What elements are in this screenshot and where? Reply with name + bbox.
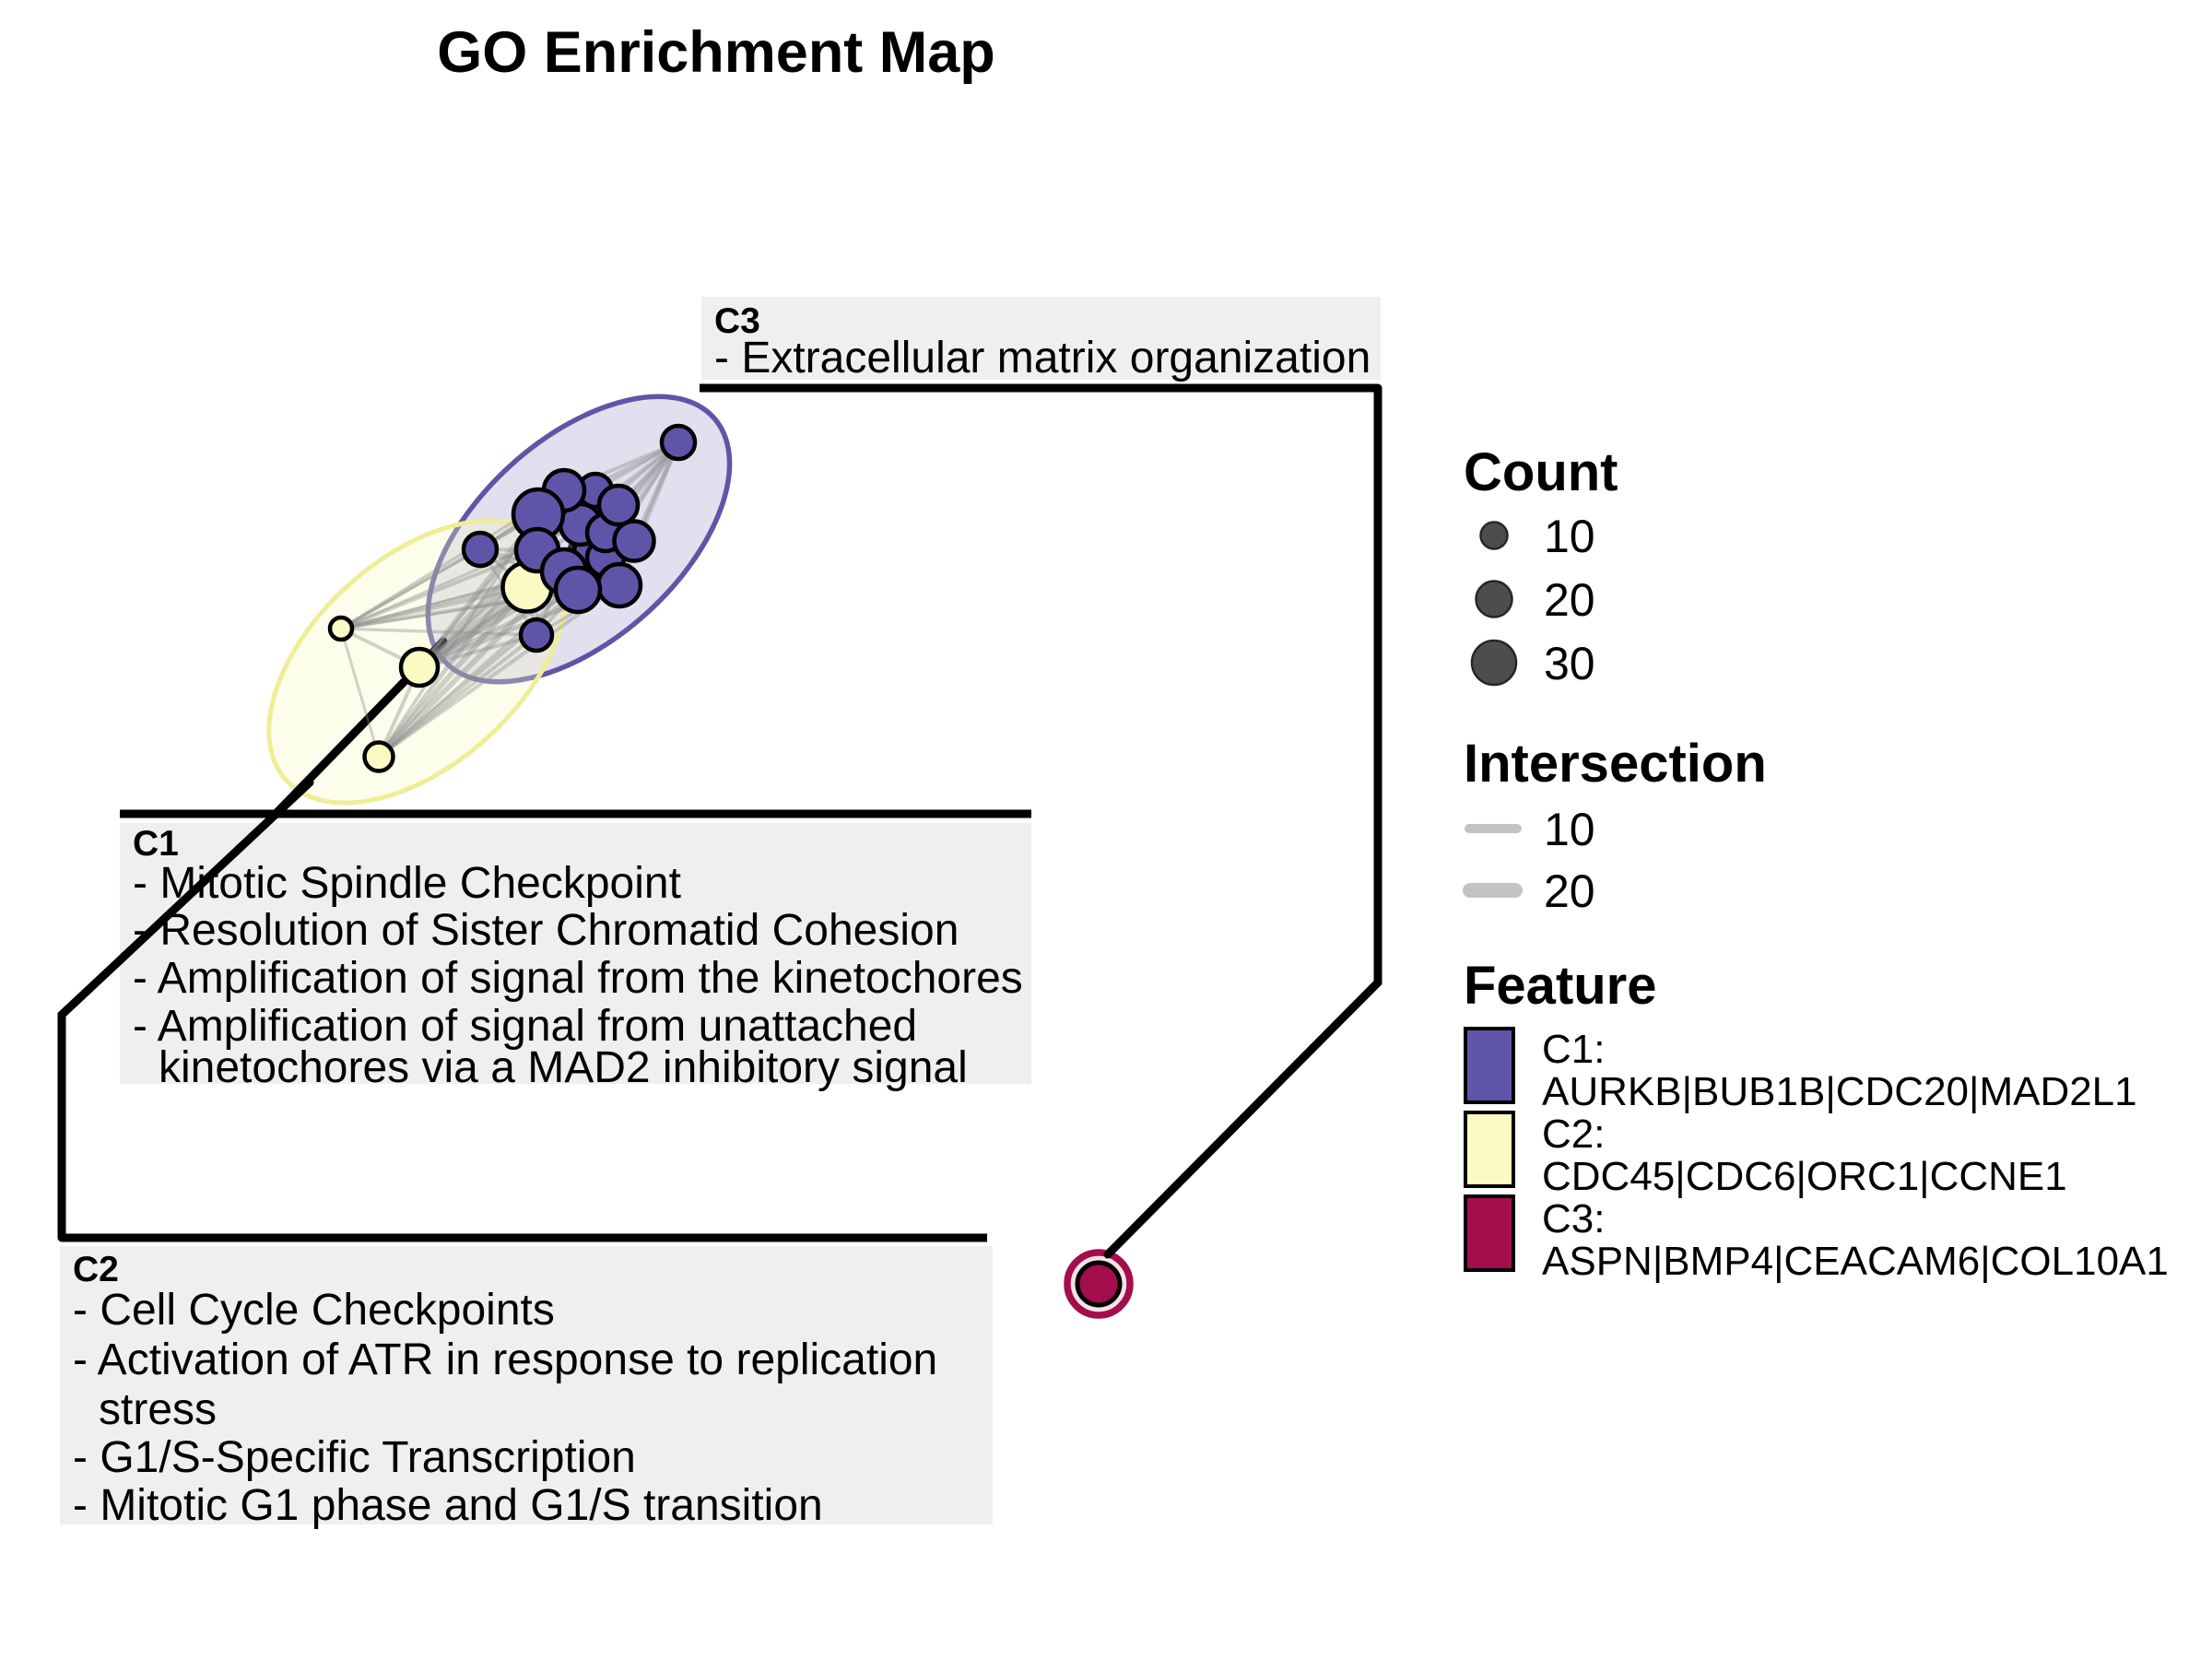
- svg-text:ASPN|BMP4|CEACAM6|COL10A1: ASPN|BMP4|CEACAM6|COL10A1: [1542, 1239, 2169, 1284]
- svg-text:C2:: C2:: [1542, 1112, 1605, 1157]
- svg-text:- Mitotic G1 phase and G1/S tr: - Mitotic G1 phase and G1/S transition: [73, 1481, 823, 1530]
- svg-text:AURKB|BUB1B|CDC20|MAD2L1: AURKB|BUB1B|CDC20|MAD2L1: [1542, 1069, 2137, 1114]
- svg-text:10: 10: [1544, 511, 1595, 562]
- svg-text:Feature: Feature: [1464, 956, 1657, 1016]
- svg-text:10: 10: [1544, 804, 1595, 855]
- svg-text:- Extracellular matrix organiz: - Extracellular matrix organization: [714, 334, 1371, 382]
- svg-text:20: 20: [1544, 574, 1595, 626]
- svg-text:stress: stress: [99, 1385, 217, 1434]
- svg-text:Intersection: Intersection: [1464, 734, 1767, 794]
- svg-text:20: 20: [1544, 865, 1595, 917]
- svg-text:C1: C1: [133, 824, 179, 864]
- svg-text:C1:: C1:: [1542, 1027, 1605, 1072]
- svg-text:CDC45|CDC6|ORC1|CCNE1: CDC45|CDC6|ORC1|CCNE1: [1542, 1154, 2067, 1199]
- svg-text:- Mitotic Spindle Checkpoint: - Mitotic Spindle Checkpoint: [133, 859, 681, 908]
- svg-text:kinetochores via a MAD2 inhibi: kinetochores via a MAD2 inhibitory signa…: [159, 1043, 968, 1092]
- svg-text:Count: Count: [1464, 442, 1618, 502]
- svg-text:- Activation of ATR in respons: - Activation of ATR in response to repli…: [73, 1335, 937, 1384]
- svg-text:- Amplification of signal from: - Amplification of signal from the kinet…: [133, 954, 1023, 1003]
- svg-text:30: 30: [1544, 638, 1595, 689]
- svg-text:C3: C3: [714, 301, 760, 341]
- svg-text:GO Enrichment Map: GO Enrichment Map: [437, 20, 995, 85]
- svg-text:- G1/S-Specific Transcription: - G1/S-Specific Transcription: [73, 1433, 636, 1482]
- svg-text:- Amplification of signal from: - Amplification of signal from unattache…: [133, 1002, 917, 1051]
- svg-text:C3:: C3:: [1542, 1196, 1605, 1241]
- svg-text:- Resolution of Sister Chromat: - Resolution of Sister Chromatid Cohesio…: [133, 906, 959, 955]
- svg-text:C2: C2: [73, 1250, 119, 1289]
- svg-text:- Cell Cycle Checkpoints: - Cell Cycle Checkpoints: [73, 1286, 555, 1335]
